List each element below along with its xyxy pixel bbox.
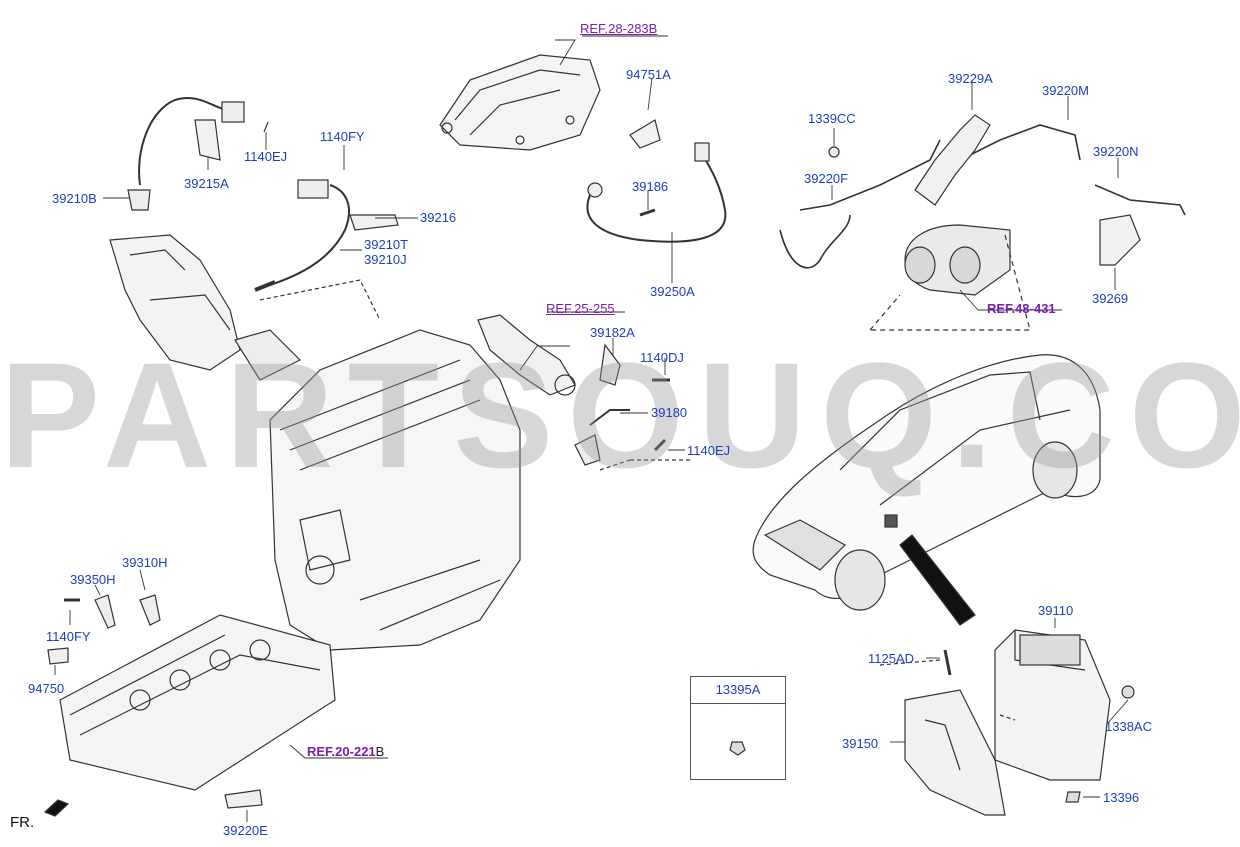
part-label-39182a[interactable]: 39182A (590, 325, 635, 340)
thermostat-housing-illustration (477, 314, 576, 396)
ecu-location-arrow (899, 534, 976, 626)
ref-label-cylinder-head[interactable]: REF.20-221B (307, 745, 384, 758)
part-label-39310h[interactable]: 39310H (122, 555, 168, 570)
part-label-1140fy-low[interactable]: 1140FY (46, 629, 91, 644)
part-label-39110[interactable]: 39110 (1038, 603, 1074, 618)
part-label-39210j[interactable]: 39210J (364, 252, 407, 267)
part-label-39150[interactable]: 39150 (842, 736, 879, 751)
front-direction-arrow (43, 799, 70, 817)
part-label-39215a[interactable]: 39215A (184, 176, 229, 191)
oxygen-sensor-upper-illustration (127, 97, 269, 211)
leader-lines (54, 35, 1129, 822)
part-label-13396[interactable]: 13396 (1103, 790, 1140, 805)
part-label-1339cc[interactable]: 1339CC (808, 111, 856, 126)
intake-manifold-illustration (439, 54, 601, 151)
part-label-1140fy-top[interactable]: 1140FY (320, 129, 365, 144)
ref-label-intake-manifold[interactable]: REF.28-283B (580, 21, 658, 36)
part-label-13395a[interactable]: 13395A (691, 677, 785, 704)
part-box-13395a: 13395A (690, 676, 786, 780)
vehicle-illustration (752, 354, 1101, 611)
part-label-39220m[interactable]: 39220M (1042, 83, 1089, 98)
oxygen-sensor-lower-illustration (254, 179, 399, 292)
part-label-94751a[interactable]: 94751A (626, 67, 671, 82)
part-label-39210b[interactable]: 39210B (52, 191, 97, 206)
part-label-39220f[interactable]: 39220F (804, 171, 849, 186)
part-label-39250a[interactable]: 39250A (650, 284, 695, 299)
exhaust-converter-illustration (869, 224, 1031, 331)
part-label-1338ac[interactable]: 1338AC (1105, 719, 1152, 734)
ecu-illustration (879, 629, 1135, 816)
part-label-1140dj[interactable]: 1140DJ (640, 350, 684, 365)
ref-label-cylinder-head-prefix: REF.20-221 (307, 744, 376, 759)
engine-block-illustration (259, 279, 521, 651)
knock-sensor-illustration (586, 119, 727, 243)
part-label-39269[interactable]: 39269 (1092, 291, 1129, 306)
ref-label-exhaust[interactable]: REF.43-431 (987, 301, 1056, 316)
part-label-39229a[interactable]: 39229A (948, 71, 993, 86)
catalytic-converter-illustration (109, 234, 302, 381)
nut-13395a-illustration (729, 741, 746, 756)
part-label-39210t[interactable]: 39210T (364, 237, 409, 252)
part-label-39220n[interactable]: 39220N (1093, 144, 1139, 159)
part-label-94750[interactable]: 94750 (28, 681, 65, 696)
part-label-39220e[interactable]: 39220E (223, 823, 268, 838)
part-label-39216[interactable]: 39216 (420, 210, 457, 225)
part-label-1125ad[interactable]: 1125AD (868, 651, 915, 666)
ref-label-cylinder-head-suffix: B (375, 744, 385, 759)
part-label-39350h[interactable]: 39350H (70, 572, 116, 587)
ref-label-thermostat[interactable]: REF.25-255 (546, 301, 615, 316)
coolant-sensor-illustration (574, 343, 690, 471)
front-direction-label: FR. (10, 814, 35, 831)
part-label-1140ej-top[interactable]: 1140EJ (244, 149, 288, 164)
exhaust-sensor-harness-illustration (779, 114, 1186, 269)
part-label-39186[interactable]: 39186 (632, 179, 669, 194)
part-label-39180[interactable]: 39180 (651, 405, 688, 420)
part-label-1140ej-mid[interactable]: 1140EJ (687, 443, 731, 458)
cylinder-head-illustration (47, 594, 336, 809)
